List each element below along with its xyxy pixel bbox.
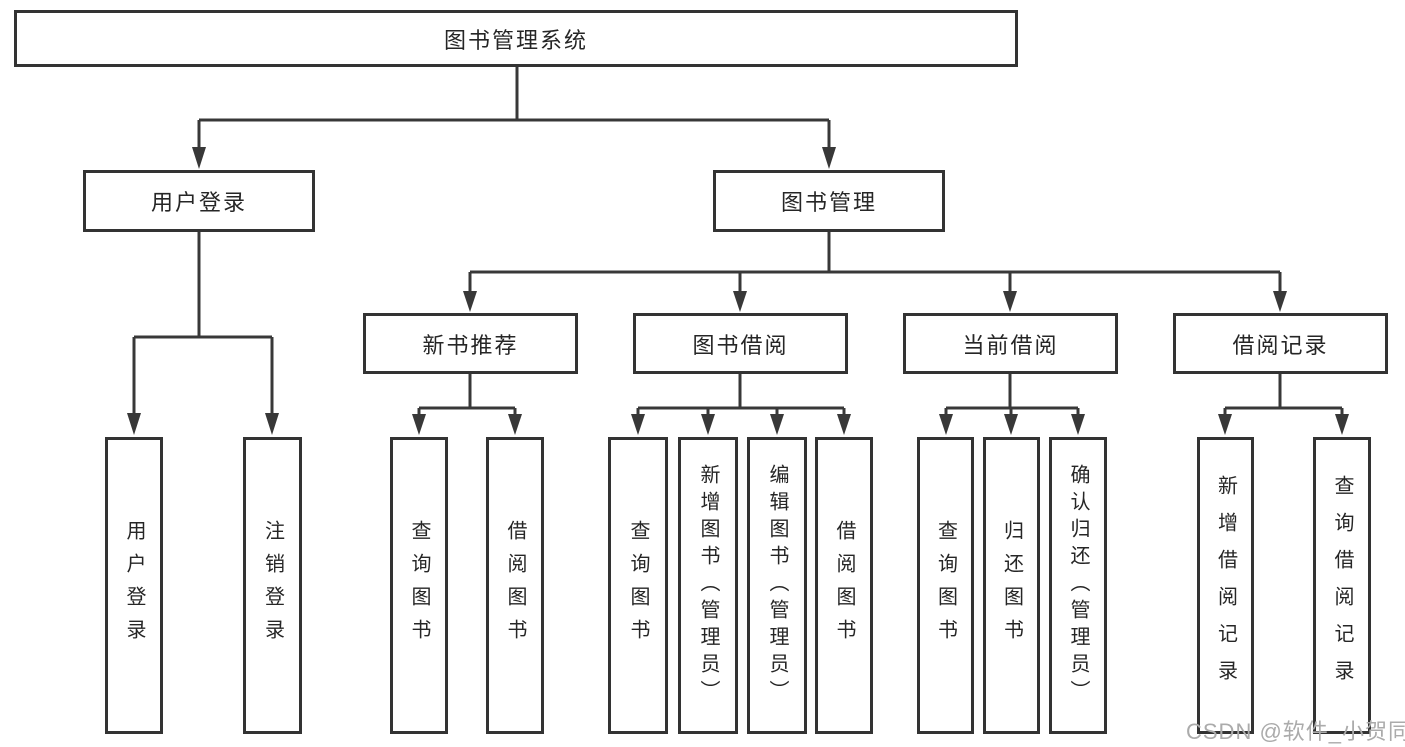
- node-label: 查询图书: [408, 519, 430, 652]
- leaf-confirm-return-admin: 确认归还（管理员）: [1049, 437, 1107, 734]
- node-label: 编辑图书（管理员）: [766, 464, 788, 707]
- node-label: 用户登录: [123, 519, 145, 652]
- node-book-management: 图书管理: [713, 170, 945, 232]
- leaf-query-books-1: 查询图书: [390, 437, 448, 734]
- node-label: 借阅图书: [504, 519, 526, 652]
- node-label: 注销登录: [261, 519, 284, 652]
- node-label: 新增图书（管理员）: [697, 464, 719, 707]
- node-label: 借阅记录: [1232, 332, 1329, 358]
- node-label: 归还图书: [1000, 519, 1023, 652]
- connector-book-management-to-level3: [468, 232, 1282, 292]
- connector-borrow-record-to-leaves: [1223, 374, 1344, 416]
- node-label: 图书管理: [780, 190, 877, 215]
- node-label: 查询图书: [627, 519, 649, 652]
- connector-root-to-level2: [197, 67, 831, 149]
- node-library-management-system: 图书管理系统: [14, 10, 1018, 67]
- node-label: 查询图书: [934, 519, 957, 652]
- node-label: 确认归还（管理员）: [1067, 464, 1089, 707]
- node-label: 新书推荐: [422, 332, 519, 358]
- leaf-user-login: 用户登录: [105, 437, 163, 734]
- node-new-book-recommendation: 新书推荐: [363, 313, 578, 374]
- leaf-query-borrow-record: 查询借阅记录: [1313, 437, 1371, 734]
- leaf-query-books-2: 查询图书: [608, 437, 668, 734]
- leaf-query-books-3: 查询图书: [917, 437, 974, 734]
- leaf-return-books: 归还图书: [983, 437, 1040, 734]
- node-label: 借阅图书: [833, 519, 855, 652]
- connector-book-borrow-to-leaves: [636, 374, 846, 416]
- node-user-login: 用户登录: [83, 170, 315, 232]
- watermark-text: CSDN @软件_小贺同学: [1186, 719, 1405, 744]
- connector-new-book-to-leaves: [417, 374, 517, 416]
- arrowhead-icons: [127, 147, 1349, 435]
- node-label: 图书管理系统: [443, 27, 588, 53]
- node-label: 新增借阅记录: [1214, 474, 1237, 697]
- node-book-borrowing: 图书借阅: [633, 313, 848, 374]
- node-current-borrowing: 当前借阅: [903, 313, 1118, 374]
- connector-user-login-to-leaves: [132, 232, 274, 415]
- leaf-add-books-admin: 新增图书（管理员）: [678, 437, 738, 734]
- node-label: 查询借阅记录: [1331, 474, 1353, 697]
- connector-current-borrow-to-leaves: [944, 374, 1080, 416]
- node-borrowing-records: 借阅记录: [1173, 313, 1388, 374]
- leaf-borrow-books-2: 借阅图书: [815, 437, 873, 734]
- node-label: 当前借阅: [962, 332, 1059, 358]
- leaf-edit-books-admin: 编辑图书（管理员）: [747, 437, 807, 734]
- leaf-logout: 注销登录: [243, 437, 302, 734]
- leaf-add-borrow-record: 新增借阅记录: [1197, 437, 1254, 734]
- leaf-borrow-books-1: 借阅图书: [486, 437, 544, 734]
- node-label: 图书借阅: [692, 332, 789, 358]
- node-label: 用户登录: [150, 190, 247, 215]
